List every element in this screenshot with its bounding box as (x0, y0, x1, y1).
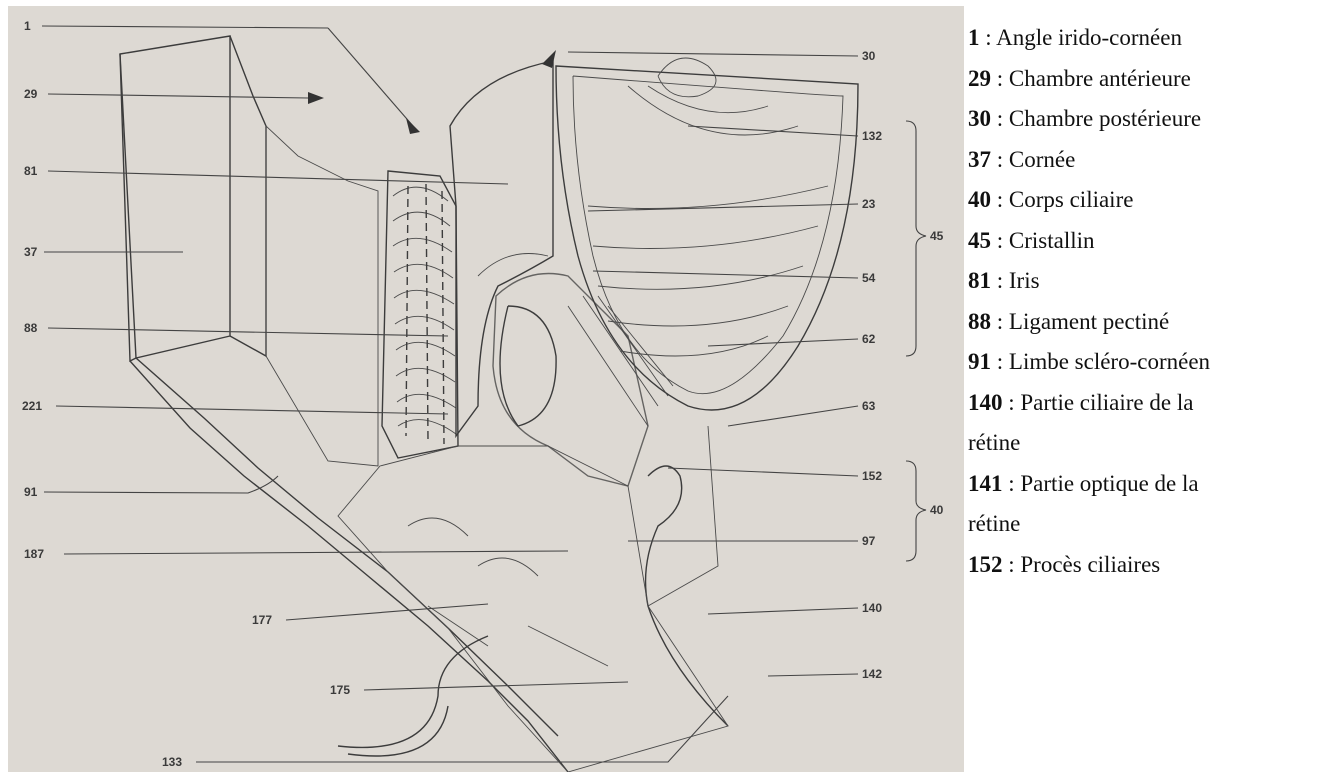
legend-item: 91 : Limbe scléro-cornéen (968, 342, 1334, 383)
label-97: 97 (862, 534, 876, 548)
legend-number: 88 (968, 309, 991, 334)
label-152: 152 (862, 469, 882, 483)
label-91: 91 (24, 485, 38, 499)
legend-separator: : (1003, 390, 1021, 415)
legend-separator: : (991, 147, 1009, 172)
label-142: 142 (862, 667, 882, 681)
legend-separator: : (1003, 552, 1021, 577)
legend-text: Procès ciliaires (1020, 552, 1160, 577)
legend-text: Limbe scléro-cornéen (1009, 349, 1210, 374)
legend-separator: : (991, 349, 1009, 374)
legend-item: 88 : Ligament pectiné (968, 302, 1334, 343)
label-221: 221 (22, 399, 42, 413)
legend-text: Partie optique de la (1020, 471, 1198, 496)
label-37: 37 (24, 245, 38, 259)
legend-item: rétine (968, 504, 1334, 545)
brace-label-45: 45 (930, 229, 944, 243)
legend-separator: : (991, 106, 1009, 131)
label-175: 175 (330, 683, 350, 697)
label-177: 177 (252, 613, 272, 627)
pectinate-ligament (382, 171, 458, 458)
legend-text: rétine (968, 430, 1020, 455)
label-63: 63 (862, 399, 876, 413)
legend-separator: : (991, 66, 1009, 91)
legend-text: rétine (968, 511, 1020, 536)
label-30: 30 (862, 49, 876, 63)
legend-separator: : (1003, 471, 1021, 496)
legend-item: rétine (968, 423, 1334, 464)
label-1: 1 (24, 19, 31, 33)
lens (556, 58, 858, 410)
legend-number: 29 (968, 66, 991, 91)
legend-number: 81 (968, 268, 991, 293)
legend-number: 140 (968, 390, 1003, 415)
legend-number: 152 (968, 552, 1003, 577)
legend-text: Angle irido-cornéen (996, 25, 1182, 50)
legend-number: 40 (968, 187, 991, 212)
legend-item: 29 : Chambre antérieure (968, 59, 1334, 100)
brace-label-40: 40 (930, 503, 944, 517)
legend-item: 140 : Partie ciliaire de la (968, 383, 1334, 424)
cornea-block (120, 36, 568, 772)
legend-text: Cristallin (1009, 228, 1095, 253)
legend-item: 81 : Iris (968, 261, 1334, 302)
eye-angle-drawing: 1 29 81 37 88 221 91 187 177 175 133 30 … (8, 6, 964, 772)
label-133: 133 (162, 755, 182, 769)
legend-item: 30 : Chambre postérieure (968, 99, 1334, 140)
legend-number: 45 (968, 228, 991, 253)
label-140: 140 (862, 601, 882, 615)
legend-item: 45 : Cristallin (968, 221, 1334, 262)
legend-text: Chambre antérieure (1009, 66, 1191, 91)
legend-number: 141 (968, 471, 1003, 496)
label-132: 132 (862, 129, 882, 143)
legend-item: 40 : Corps ciliaire (968, 180, 1334, 221)
label-88: 88 (24, 321, 38, 335)
legend-separator: : (991, 187, 1009, 212)
legend-separator: : (991, 228, 1009, 253)
legend-text: Ligament pectiné (1009, 309, 1169, 334)
anatomical-figure: 1 29 81 37 88 221 91 187 177 175 133 30 … (8, 6, 964, 772)
label-62: 62 (862, 332, 876, 346)
legend-text: Corps ciliaire (1009, 187, 1134, 212)
legend-item: 152 : Procès ciliaires (968, 545, 1334, 586)
leader-lines (42, 26, 926, 762)
legend-text: Cornée (1009, 147, 1075, 172)
legend-item: 1 : Angle irido-cornéen (968, 18, 1334, 59)
legend-separator: : (991, 268, 1009, 293)
legend-number: 91 (968, 349, 991, 374)
legend-separator: : (991, 309, 1009, 334)
legend-text: Chambre postérieure (1009, 106, 1201, 131)
label-54: 54 (862, 271, 876, 285)
label-187: 187 (24, 547, 44, 561)
legend-number: 30 (968, 106, 991, 131)
label-29: 29 (24, 87, 38, 101)
legend-number: 1 (968, 25, 980, 50)
legend-item: 37 : Cornée (968, 140, 1334, 181)
legend-separator: : (980, 25, 997, 50)
ciliary-body (493, 274, 728, 727)
legend-item: 141 : Partie optique de la (968, 464, 1334, 505)
legend-text: Iris (1009, 268, 1040, 293)
sclera (338, 446, 728, 772)
legend-number: 37 (968, 147, 991, 172)
label-81: 81 (24, 164, 38, 178)
legend-text: Partie ciliaire de la (1020, 390, 1193, 415)
label-23: 23 (862, 197, 876, 211)
